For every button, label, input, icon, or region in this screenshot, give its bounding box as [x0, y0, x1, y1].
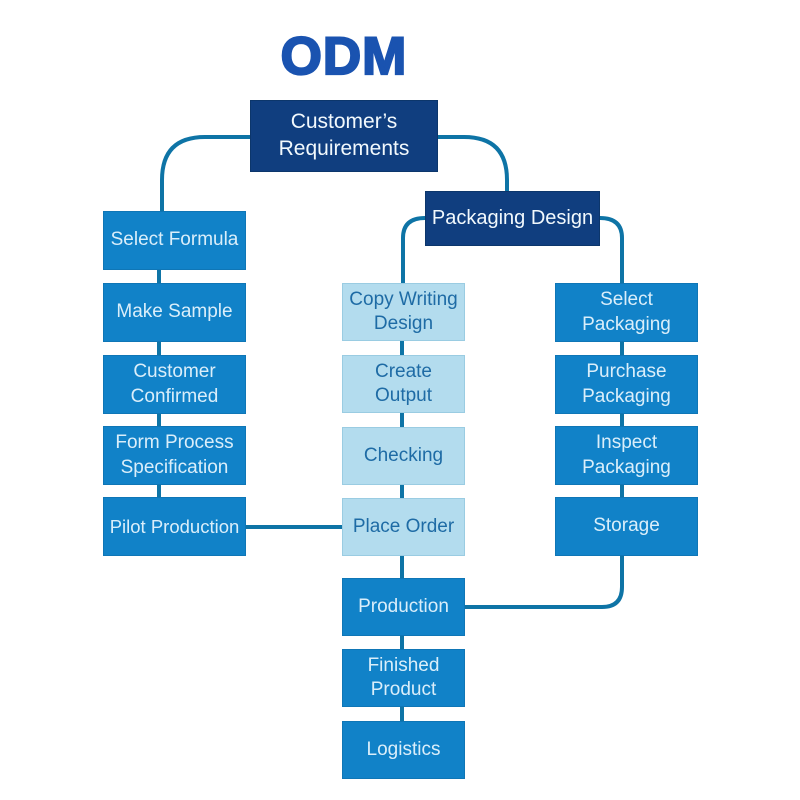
connector-requirements-to-select-formula — [160, 135, 250, 211]
node-customer-confirmed: Customer Confirmed — [103, 355, 246, 414]
node-customers-requirements: Customer’s Requirements — [250, 100, 438, 172]
node-finished-product: Finished Product — [342, 649, 465, 707]
node-checking: Checking — [342, 427, 465, 485]
page-title: ODM — [280, 26, 408, 87]
node-select-packaging: Select Packaging — [555, 283, 698, 342]
node-inspect-packaging: Inspect Packaging — [555, 426, 698, 485]
node-create-output: Create Output — [342, 355, 465, 413]
node-storage: Storage — [555, 497, 698, 556]
node-production: Production — [342, 578, 465, 636]
node-pilot-production: Pilot Production — [103, 497, 246, 556]
connector-packaging-to-select-packaging — [599, 216, 624, 283]
connector-storage-to-production — [465, 555, 624, 609]
node-place-order: Place Order — [342, 498, 465, 556]
node-make-sample: Make Sample — [103, 283, 246, 342]
node-copy-writing-design: Copy Writing Design — [342, 283, 465, 341]
node-purchase-packaging: Purchase Packaging — [555, 355, 698, 414]
node-select-formula: Select Formula — [103, 211, 246, 270]
connector-packaging-to-copy-writing — [401, 216, 426, 283]
node-form-process-specification: Form Process Specification — [103, 426, 246, 485]
node-logistics: Logistics — [342, 721, 465, 779]
node-packaging-design: Packaging Design — [425, 191, 600, 246]
connector-requirements-to-packaging-design — [438, 135, 509, 191]
